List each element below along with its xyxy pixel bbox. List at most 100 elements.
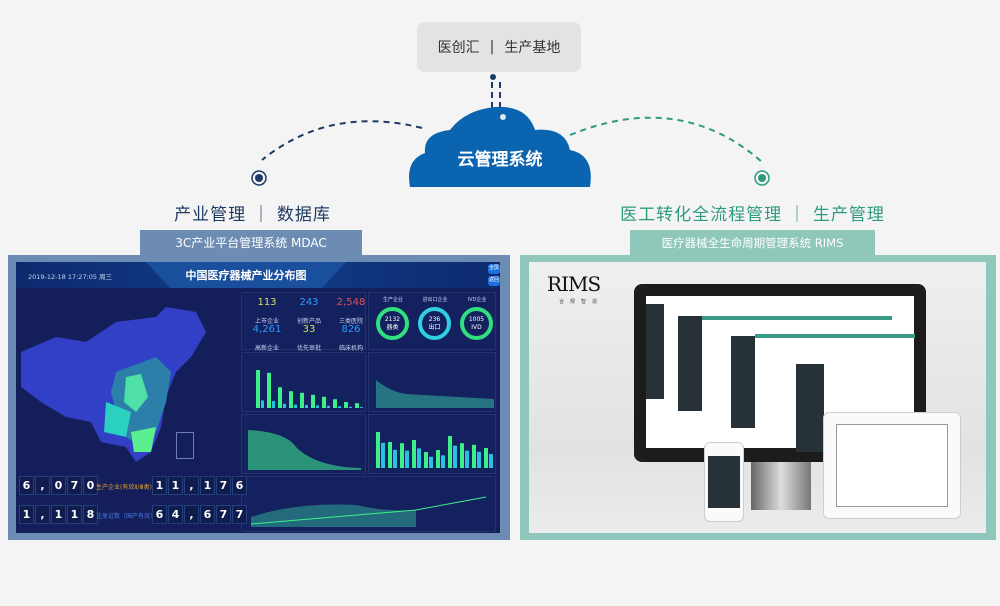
counter-digit: 7: [232, 505, 247, 524]
counter-digit: 7: [67, 476, 82, 495]
mdac-screenshot-frame: 2019-12-18 17:27:05 周三 中国医疗器械产业分布图 全屏 返回…: [8, 255, 510, 540]
rims-logo: RIMS: [547, 272, 601, 296]
counter-digit: 7: [216, 505, 231, 524]
bar-mark: [283, 403, 286, 408]
bar-mark: [256, 370, 260, 408]
bar-mark: [349, 406, 352, 408]
counter-digit: 0: [51, 476, 66, 495]
bar-mark: [453, 445, 457, 468]
monitor-screen: [646, 296, 915, 452]
tablet: [823, 412, 961, 519]
counter-digit: 0: [83, 476, 98, 495]
bar-mark: [300, 392, 304, 408]
counter-digit: 6: [152, 505, 167, 524]
bar-mark: [316, 405, 319, 408]
bar-mark: [344, 402, 348, 408]
donut-header: IVD企业: [467, 297, 487, 303]
counter-label: 注册证数（国产有效）: [96, 513, 157, 520]
mdac-tab: 3C产业平台管理系统 MDAC: [140, 230, 362, 255]
bar-mark: [338, 406, 341, 408]
datetime: 2019-12-18 17:27:05 周三: [28, 273, 113, 281]
counter-digit: ,: [184, 505, 199, 524]
donut-header: 生产企业: [382, 297, 403, 303]
bar-mark: [460, 443, 464, 468]
phone: [704, 442, 744, 522]
counter-digit: ,: [35, 476, 50, 495]
bar-mark: [261, 400, 264, 408]
bar-mark: [333, 399, 337, 408]
counter-digit: 8: [83, 505, 98, 524]
bar-mark: [376, 432, 380, 468]
china-map: [21, 307, 206, 462]
counter-digit: 1: [200, 476, 215, 495]
south-sea-inset: [176, 432, 194, 459]
bar-mark: [388, 442, 392, 468]
bar-mark: [272, 400, 275, 408]
counter-digit: 1: [51, 505, 66, 524]
counter-digit: 6: [232, 476, 247, 495]
counter-digit: ,: [35, 505, 50, 524]
bar-mark: [360, 407, 363, 408]
bar-mark: [417, 448, 421, 468]
back-button[interactable]: 返回: [488, 276, 500, 286]
rims-logo-sub: 合规智造: [559, 299, 604, 305]
mdac-dashboard: 2019-12-18 17:27:05 周三 中国医疗器械产业分布图 全屏 返回…: [16, 262, 500, 533]
bar-mark: [484, 448, 488, 468]
yichuanghui-label: 医创汇: [437, 40, 480, 56]
counter-label: 生产企业(有效Ⅱ/Ⅲ类): [96, 484, 152, 491]
bar-mark: [355, 403, 359, 408]
monitor-stand: [751, 462, 811, 510]
dashboard-charts: [248, 370, 494, 527]
stats-panel: [241, 292, 366, 350]
bar-mark: [381, 442, 385, 468]
left-headline: 产业管理 ｜ 数据库: [174, 205, 331, 225]
bar-mark: [465, 450, 469, 468]
bar-mark: [267, 372, 271, 408]
counter-digit: 6: [19, 476, 34, 495]
dashboard-title: 中国医疗器械产业分布图: [146, 262, 346, 288]
bar-mark: [448, 436, 452, 468]
bar-mark: [405, 450, 409, 468]
bar-mark: [472, 444, 476, 468]
separator: |: [489, 39, 495, 55]
monitor: [634, 284, 926, 462]
bar-mark: [294, 404, 297, 408]
area-series: [248, 430, 361, 470]
bar-mark: [436, 450, 440, 468]
counter-digit: 6: [200, 505, 215, 524]
area-series: [251, 504, 416, 527]
rims-devices-image: RIMS 合规智造: [529, 262, 986, 533]
bar-mark: [305, 404, 308, 408]
bar-mark: [322, 396, 326, 408]
counter-digit: 4: [168, 505, 183, 524]
counter-digit: 1: [67, 505, 82, 524]
bar-mark: [278, 387, 282, 408]
cloud-icon: [409, 106, 591, 187]
cloud-label: 云管理系统: [457, 150, 543, 170]
bar-mark: [393, 449, 397, 468]
bar-mark: [489, 454, 493, 468]
production-base-label: 生产基地: [504, 40, 561, 56]
bar-mark: [327, 405, 330, 408]
counter-digit: ,: [184, 476, 199, 495]
right-node-icon: [754, 170, 770, 186]
bar-mark: [412, 440, 416, 468]
counter-digit: 7: [216, 476, 231, 495]
rims-screenshot-frame: RIMS 合规智造: [520, 255, 996, 540]
bar-mark: [477, 451, 481, 468]
bar-mark: [311, 394, 315, 408]
trend-line: [250, 496, 487, 525]
bar-mark: [429, 456, 433, 468]
bar-mark: [400, 443, 404, 468]
counter-digit: 1: [168, 476, 183, 495]
production-base-box: 医创汇 | 生产基地: [417, 22, 581, 72]
fullscreen-button[interactable]: 全屏: [488, 264, 500, 274]
